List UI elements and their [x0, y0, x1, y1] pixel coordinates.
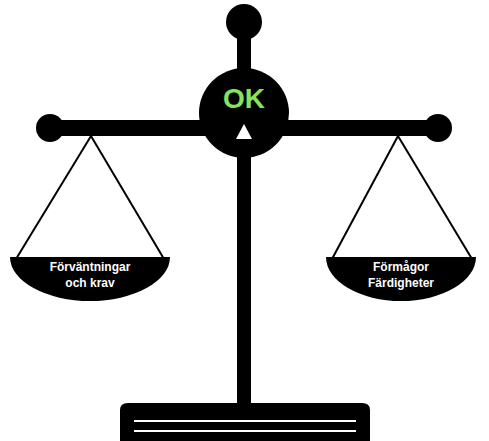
pole-knob [226, 4, 262, 40]
pan-string [16, 136, 91, 259]
scale-base [120, 403, 370, 441]
pan-fill [10, 257, 170, 301]
scale-pan: Förmågor Färdigheter [326, 257, 476, 301]
balance-pointer [236, 124, 252, 139]
beam-end-left [36, 114, 64, 142]
pan-label: Förväntningar och krav [40, 260, 140, 291]
status-text: OK [223, 84, 265, 115]
pan-string [398, 136, 472, 259]
base-stripe [134, 430, 356, 432]
pan-label: Förmågor Färdigheter [358, 260, 444, 291]
status-circle: OK [199, 68, 289, 158]
scale-pan: Förväntningar och krav [10, 257, 170, 301]
circle-fill [199, 68, 289, 158]
pan-string [332, 136, 398, 259]
pan-fill [326, 257, 476, 301]
beam-end-right [424, 114, 452, 142]
base-stripe [134, 420, 356, 422]
pan-string [91, 136, 164, 259]
